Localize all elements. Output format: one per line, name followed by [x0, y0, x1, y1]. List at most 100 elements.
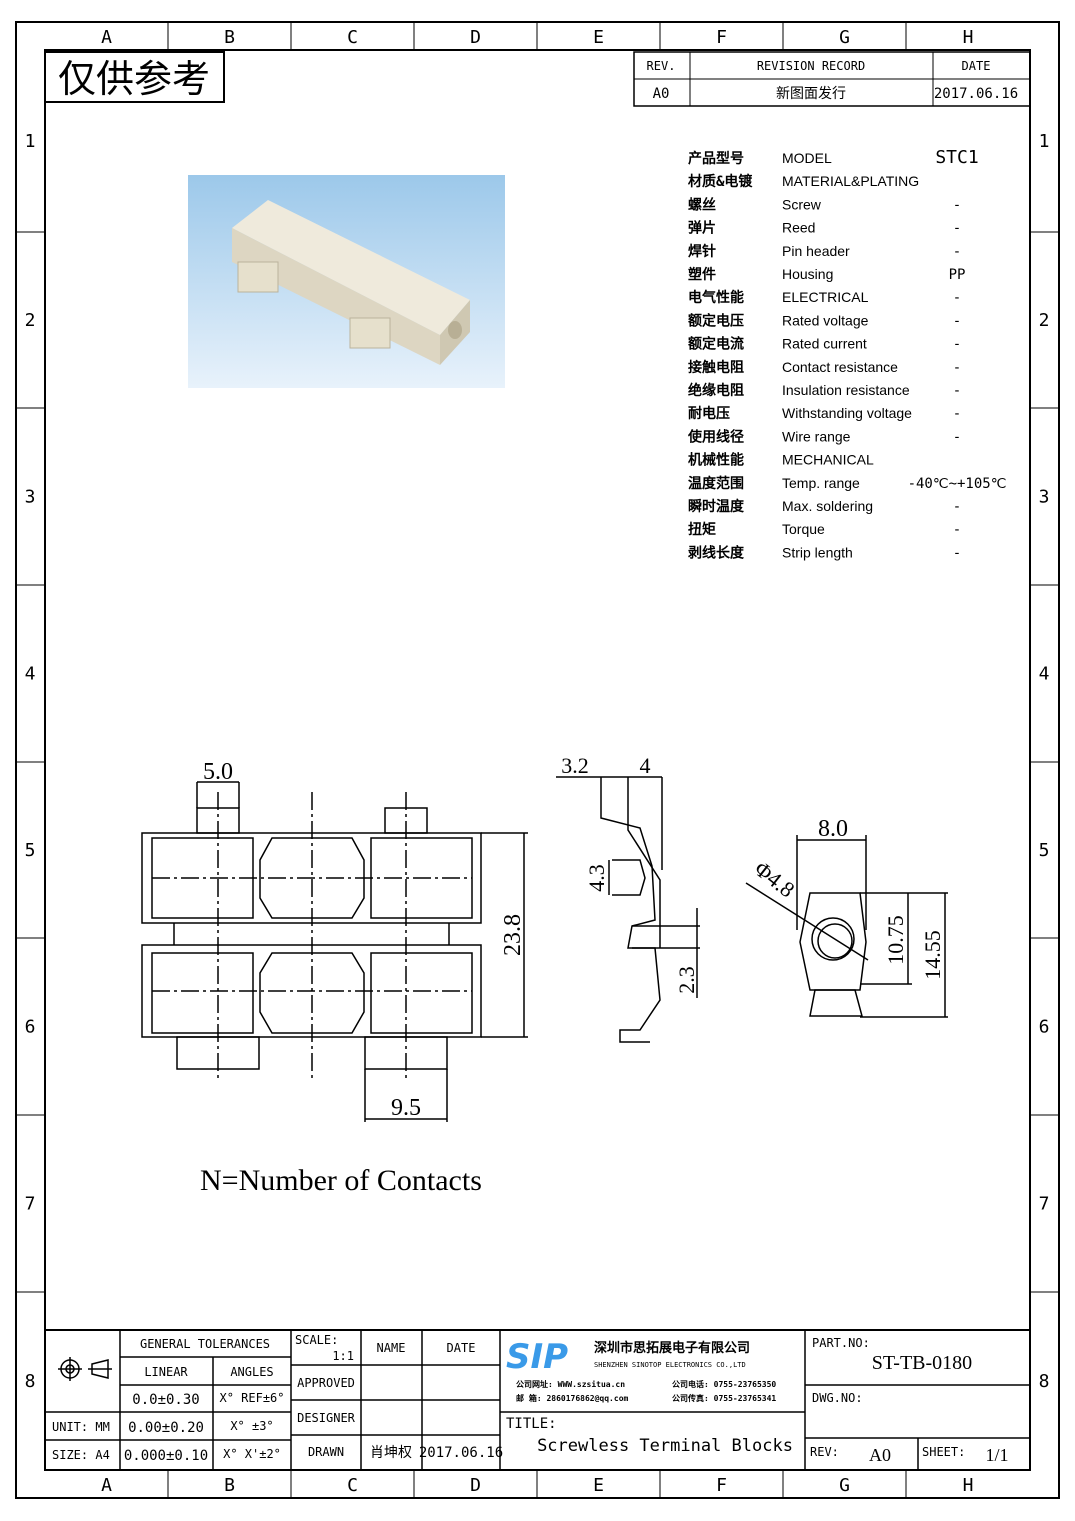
spec-label-cn: 机械性能	[688, 452, 744, 469]
spec-value: -	[953, 337, 961, 353]
dim-side-c: 4.3	[584, 864, 609, 892]
spec-value: -40℃~+105℃	[908, 476, 1007, 492]
company-web: 公司网址: WWW.szsitua.cn	[516, 1379, 625, 1389]
spec-label-cn: 材质&电镀	[688, 173, 753, 190]
dim-bottom-pitch: 9.5	[391, 1095, 421, 1121]
spec-label-en: Torque	[782, 521, 825, 537]
spec-row: 电气性能 ELECTRICAL -	[688, 289, 961, 306]
row-marker: 2	[1039, 310, 1050, 331]
spec-label-en: Rated current	[782, 336, 867, 352]
column-marker: G	[839, 27, 850, 48]
column-marker: C	[347, 1475, 358, 1496]
spec-value: -	[953, 244, 961, 260]
part-no-value: ST-TB-0180	[872, 1352, 972, 1374]
spec-value: -	[953, 313, 961, 329]
sheet-value: 1/1	[985, 1445, 1008, 1465]
column-marker: F	[716, 27, 727, 48]
spec-label-en: MECHANICAL	[782, 452, 874, 468]
spec-label-cn: 耐电压	[688, 405, 730, 422]
sheet-label: SHEET:	[922, 1445, 965, 1459]
dim-end-h1: 10.75	[883, 915, 908, 965]
drawn-date: 2017.06.16	[419, 1445, 503, 1461]
spec-row: 机械性能 MECHANICAL	[688, 452, 874, 469]
drawn-label: DRAWN	[308, 1445, 344, 1459]
spec-row: 材质&电镀 MATERIAL&PLATING	[688, 173, 919, 190]
row-marker: 5	[25, 840, 36, 861]
contacts-note: N=Number of Contacts	[200, 1164, 482, 1197]
company-logo: SIP	[506, 1337, 568, 1377]
company-fax: 公司传真: 0755-23765341	[672, 1393, 776, 1403]
spec-label-cn: 瞬时温度	[688, 498, 745, 515]
spec-value: PP	[949, 267, 966, 283]
spec-row: 绝缘电阻 Insulation resistance -	[688, 382, 961, 399]
spec-label-cn: 使用线径	[687, 428, 744, 445]
dwg-no-label: DWG.NO:	[812, 1391, 863, 1405]
spec-row: 瞬时温度 Max. soldering -	[688, 498, 961, 515]
row-marker: 3	[25, 487, 36, 508]
tol-angle-2: X° ±3°	[230, 1419, 273, 1433]
approved-label: APPROVED	[297, 1376, 355, 1390]
company-email: 邮 箱: 2860176862@qq.com	[516, 1393, 629, 1403]
spec-label-en: Max. soldering	[782, 498, 873, 514]
reference-only-stamp: 仅供参考	[58, 57, 210, 101]
designer-label: DESIGNER	[297, 1411, 356, 1425]
row-marker: 7	[1039, 1194, 1050, 1215]
spec-label-en: Strip length	[782, 544, 853, 560]
company-phone: 公司电话: 0755-23765350	[672, 1379, 776, 1389]
spec-value: -	[953, 197, 961, 213]
spec-value: -	[953, 499, 961, 515]
company-name-cn: 深圳市思拓展电子有限公司	[594, 1340, 750, 1356]
scale-label: SCALE:	[295, 1333, 338, 1347]
spec-label-en: MODEL	[782, 150, 832, 166]
outer-frame	[15, 21, 1060, 1499]
tol-angle-3: X° X'±2°	[223, 1447, 281, 1461]
stamp-box	[44, 51, 225, 103]
spec-label-cn: 接触电阻	[688, 359, 744, 376]
row-marker: 3	[1039, 487, 1050, 508]
spec-value: -	[953, 221, 961, 237]
row-marker: 6	[25, 1017, 36, 1038]
column-marker: G	[839, 1475, 850, 1496]
record-header: REVISION RECORD	[757, 59, 865, 73]
row-marker: 5	[1039, 840, 1050, 861]
spec-label-cn: 绝缘电阻	[688, 382, 744, 399]
spec-value: -	[953, 406, 961, 422]
spec-value: -	[953, 545, 961, 561]
linear-label: LINEAR	[144, 1365, 188, 1379]
spec-value: STC1	[935, 147, 978, 168]
column-marker: H	[963, 27, 974, 48]
name-header: NAME	[377, 1341, 406, 1355]
spec-label-en: MATERIAL&PLATING	[782, 173, 919, 189]
rev-label: REV:	[810, 1445, 839, 1459]
projection-symbol-icon	[58, 1357, 112, 1381]
column-marker: E	[593, 1475, 604, 1496]
row-marker: 8	[25, 1371, 36, 1392]
spec-label-en: Temp. range	[782, 475, 860, 491]
row-marker: 6	[1039, 1017, 1050, 1038]
title-label: TITLE:	[506, 1416, 557, 1432]
spec-value: -	[953, 383, 961, 399]
spec-label-en: ELECTRICAL	[782, 289, 869, 305]
tol-linear-2: 0.00±0.20	[128, 1420, 204, 1436]
row-marker: 4	[1039, 664, 1050, 685]
drawn-name: 肖坤权	[370, 1445, 412, 1461]
spec-label-cn: 扭矩	[688, 521, 716, 538]
angles-label: ANGLES	[230, 1365, 273, 1379]
spec-value: -	[953, 290, 961, 306]
spec-label-en: Insulation resistance	[782, 382, 910, 398]
rev-value: A0	[869, 1445, 891, 1465]
column-marker: D	[470, 27, 481, 48]
spec-label-cn: 电气性能	[688, 289, 744, 306]
column-marker: B	[224, 27, 235, 48]
